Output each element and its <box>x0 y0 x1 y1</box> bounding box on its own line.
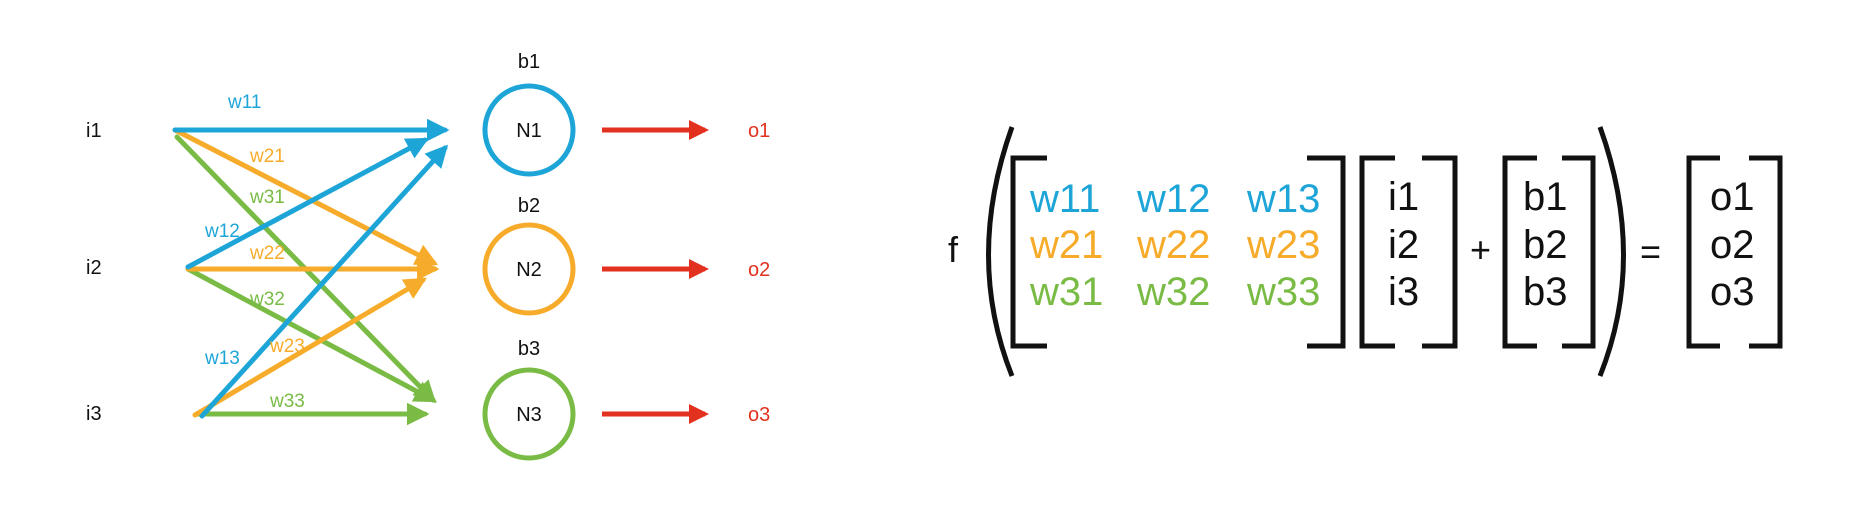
vector-i2: i2 <box>1388 223 1419 267</box>
left-parenthesis <box>986 126 1015 377</box>
output-label-o3: o3 <box>748 404 770 426</box>
bias-vector-right-bracket <box>1562 155 1596 349</box>
bias-label-b1: b1 <box>518 51 540 73</box>
matrix-w22: w22 <box>1136 223 1210 267</box>
input-label-i3: i3 <box>86 403 102 425</box>
weight-label-w23: w23 <box>269 336 305 357</box>
bias-label-b3: b3 <box>518 338 540 360</box>
matrix-w13: w13 <box>1246 177 1320 221</box>
matrix-w23: w23 <box>1246 223 1320 267</box>
bias-vector-left-bracket <box>1502 155 1537 349</box>
input-vector-left-bracket <box>1359 155 1395 349</box>
connection-i3-n1 <box>199 144 449 419</box>
vector-o3: o3 <box>1710 270 1755 314</box>
weight-label-w31: w31 <box>249 187 285 208</box>
matrix-w33: w33 <box>1246 270 1320 314</box>
vector-o1: o1 <box>1710 175 1755 219</box>
matrix-w11: w11 <box>1029 177 1100 221</box>
matrix-w21: w21 <box>1029 223 1103 267</box>
connection-i3-n2 <box>192 277 427 418</box>
weight-label-w12: w12 <box>204 221 240 242</box>
weight-label-w21: w21 <box>249 146 285 167</box>
matrix-w31: w31 <box>1029 270 1103 314</box>
matrix-w12: w12 <box>1136 177 1210 221</box>
weight-label-w22: w22 <box>249 243 285 264</box>
right-parenthesis <box>1597 126 1626 377</box>
matrix-w32: w32 <box>1136 270 1210 314</box>
weight-label-w11: w11 <box>227 92 261 113</box>
neuron-label-n1: N1 <box>516 120 542 142</box>
connection-i2-n3 <box>185 266 437 403</box>
input-vector-right-bracket <box>1422 155 1458 349</box>
weight-label-w13: w13 <box>204 348 240 369</box>
output-vector-left-bracket <box>1686 155 1720 349</box>
bias-label-b2: b2 <box>518 195 540 217</box>
neuron-n2 <box>482 222 576 316</box>
neuron-label-n3: N3 <box>516 404 542 426</box>
neuron-n1 <box>482 83 576 177</box>
output-label-o1: o1 <box>748 120 770 142</box>
equals-sign: = <box>1640 231 1661 272</box>
weight-label-w33: w33 <box>269 391 305 412</box>
output-label-o2: o2 <box>748 259 770 281</box>
function-symbol: f <box>948 229 959 270</box>
vector-b1: b1 <box>1523 175 1568 219</box>
weight-matrix-right-bracket <box>1307 155 1346 349</box>
vector-b3: b3 <box>1523 270 1568 314</box>
output-vector-right-bracket <box>1749 155 1783 349</box>
weight-matrix-left-bracket <box>1010 155 1047 349</box>
vector-i3: i3 <box>1388 270 1419 314</box>
vector-b2: b2 <box>1523 223 1568 267</box>
vector-o2: o2 <box>1710 223 1755 267</box>
vector-i1: i1 <box>1388 175 1419 219</box>
weight-label-w32: w32 <box>249 289 285 310</box>
input-label-i1: i1 <box>86 120 102 142</box>
matrix-equation: f w11 w12 w13 w21 w22 w23 w31 w32 w33 i1… <box>948 126 1783 377</box>
connection-i2-n1 <box>185 137 429 270</box>
input-label-i2: i2 <box>86 257 102 279</box>
neuron-n3 <box>482 367 576 461</box>
neuron-label-n2: N2 <box>516 259 542 281</box>
connection-i1-n2 <box>172 127 439 266</box>
plus-sign: + <box>1470 229 1491 270</box>
